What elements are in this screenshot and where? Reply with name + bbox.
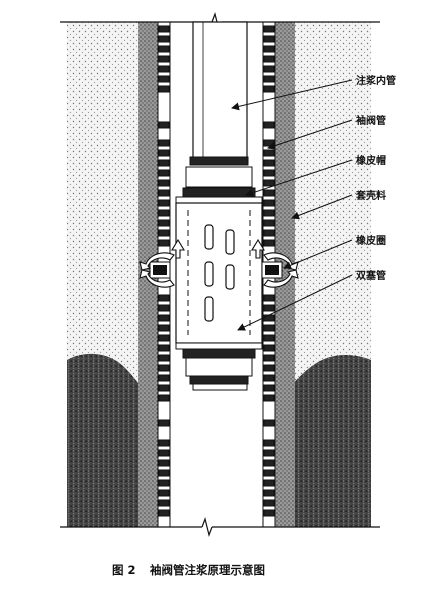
rubber-ring-left bbox=[149, 261, 171, 279]
label-double-plug-pipe: 双塞管 bbox=[356, 269, 386, 282]
double-plug-pipe bbox=[175, 202, 263, 344]
soil-right-dark bbox=[279, 355, 371, 527]
figure-number: 图 2 bbox=[112, 563, 136, 577]
soil-left-dark bbox=[67, 353, 153, 527]
casing-right bbox=[275, 22, 295, 527]
rubber-ring-right bbox=[261, 261, 283, 279]
rubber-cap-lower bbox=[175, 342, 263, 391]
label-rubber-cap: 橡皮帽 bbox=[356, 154, 386, 167]
figure-title: 袖阀管注浆原理示意图 bbox=[150, 563, 265, 577]
break-line-bottom bbox=[60, 516, 380, 538]
rubber-cap-upper bbox=[175, 156, 263, 204]
label-inner-pipe: 注浆内管 bbox=[356, 74, 396, 87]
label-sleeve-pipe: 袖阀管 bbox=[355, 114, 386, 127]
label-casing-material: 套壳料 bbox=[355, 189, 386, 202]
leader-lines bbox=[231, 79, 353, 331]
inner-grouting-pipe bbox=[192, 21, 248, 163]
grout-flow-arrows bbox=[139, 238, 299, 288]
label-rubber-ring: 橡皮圈 bbox=[356, 234, 386, 247]
